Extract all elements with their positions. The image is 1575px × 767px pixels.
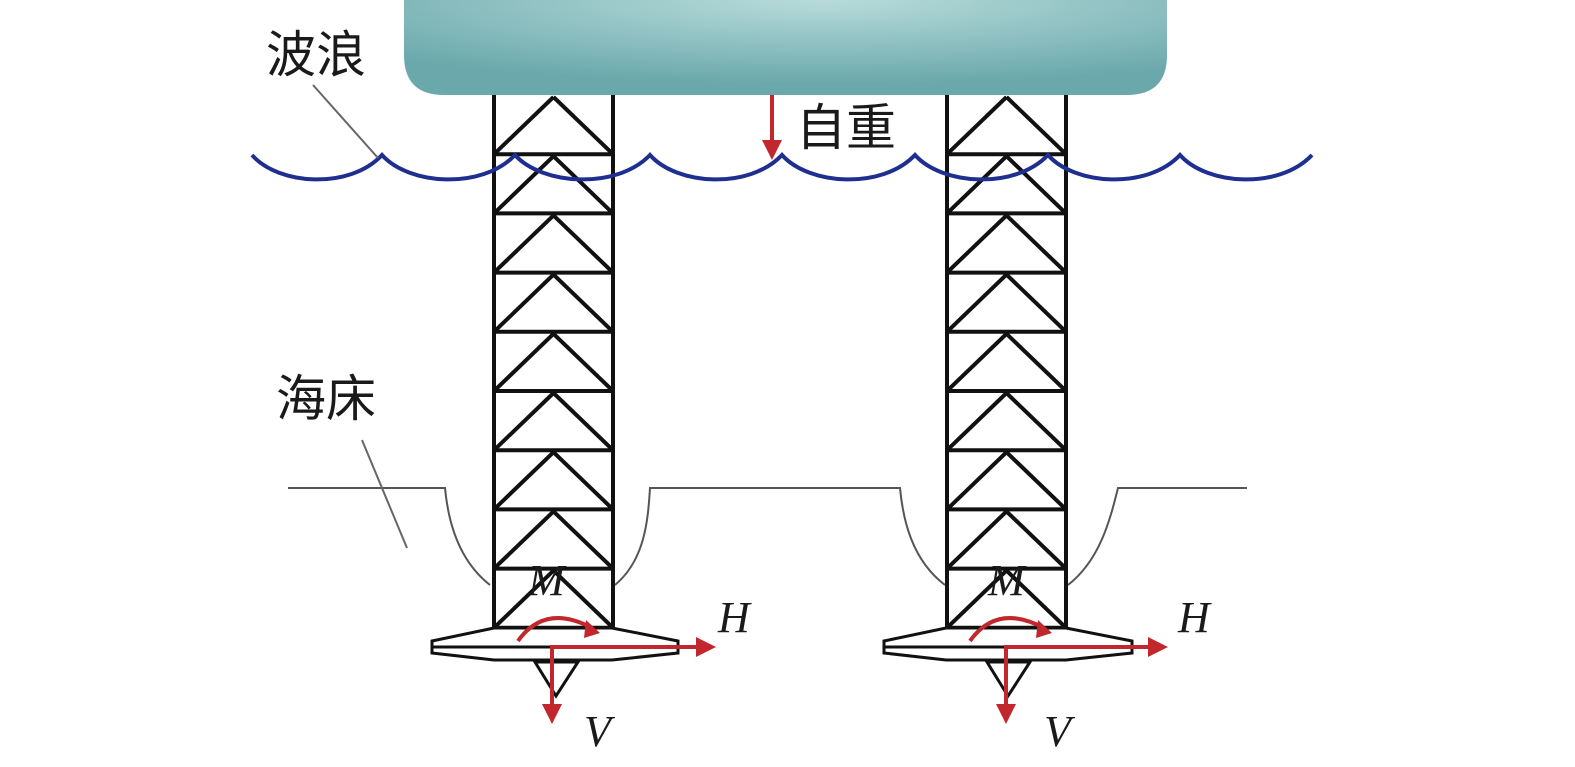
truss-brace <box>1005 213 1068 275</box>
truss-brace <box>945 569 1008 630</box>
truss-brace <box>552 213 615 275</box>
truss-brace <box>492 154 555 215</box>
truss-brace <box>945 509 1008 571</box>
truss-brace <box>1005 450 1068 511</box>
spudcan-footing-left <box>430 626 680 699</box>
horizontal-force-label-right: H <box>1177 593 1212 642</box>
truss-brace <box>492 273 555 334</box>
truss-brace <box>492 95 555 156</box>
self-weight-arrow <box>762 95 782 160</box>
moment-label-left: M <box>527 556 567 605</box>
truss-brace <box>552 509 615 571</box>
seabed-leader-line <box>361 439 408 549</box>
truss-brace <box>492 391 555 452</box>
truss-brace <box>1005 332 1068 393</box>
truss-brace <box>1005 569 1068 630</box>
truss-brace <box>945 273 1008 334</box>
truss-brace <box>492 569 555 630</box>
truss-brace <box>552 273 615 334</box>
truss-leg-left <box>492 95 615 630</box>
truss-brace <box>552 95 615 156</box>
truss-brace <box>492 332 555 393</box>
platform-hull <box>404 0 1167 95</box>
truss-brace <box>552 154 615 215</box>
load-arrows-right <box>968 616 1168 724</box>
wave-surface <box>250 152 1314 182</box>
vertical-force-label-left: V <box>584 707 616 756</box>
wave-leader-line <box>312 84 379 159</box>
truss-brace <box>1005 509 1068 571</box>
truss-brace <box>552 332 615 393</box>
truss-brace <box>492 509 555 571</box>
self-weight-label: 自重 <box>796 99 896 157</box>
seabed-line <box>614 487 946 586</box>
truss-brace <box>552 569 615 630</box>
seabed-line <box>288 487 491 586</box>
truss-brace <box>945 332 1008 393</box>
truss-brace <box>1005 154 1068 215</box>
seabed-label: 海床 <box>276 370 376 428</box>
truss-brace <box>945 154 1008 215</box>
truss-brace <box>945 450 1008 511</box>
vertical-force-label-right: V <box>1044 707 1076 756</box>
truss-brace <box>552 450 615 511</box>
truss-brace <box>552 391 615 452</box>
truss-brace <box>492 213 555 275</box>
seabed-line <box>1067 487 1247 586</box>
truss-brace <box>1005 95 1068 156</box>
truss-brace <box>945 391 1008 452</box>
horizontal-force-label-left: H <box>717 593 752 642</box>
moment-label-right: M <box>987 556 1027 605</box>
truss-brace <box>492 450 555 511</box>
wave-label: 波浪 <box>266 26 366 84</box>
truss-brace <box>1005 391 1068 452</box>
truss-brace <box>945 95 1008 156</box>
truss-brace <box>1005 273 1068 334</box>
truss-brace <box>945 213 1008 275</box>
load-arrows-left <box>516 616 716 724</box>
